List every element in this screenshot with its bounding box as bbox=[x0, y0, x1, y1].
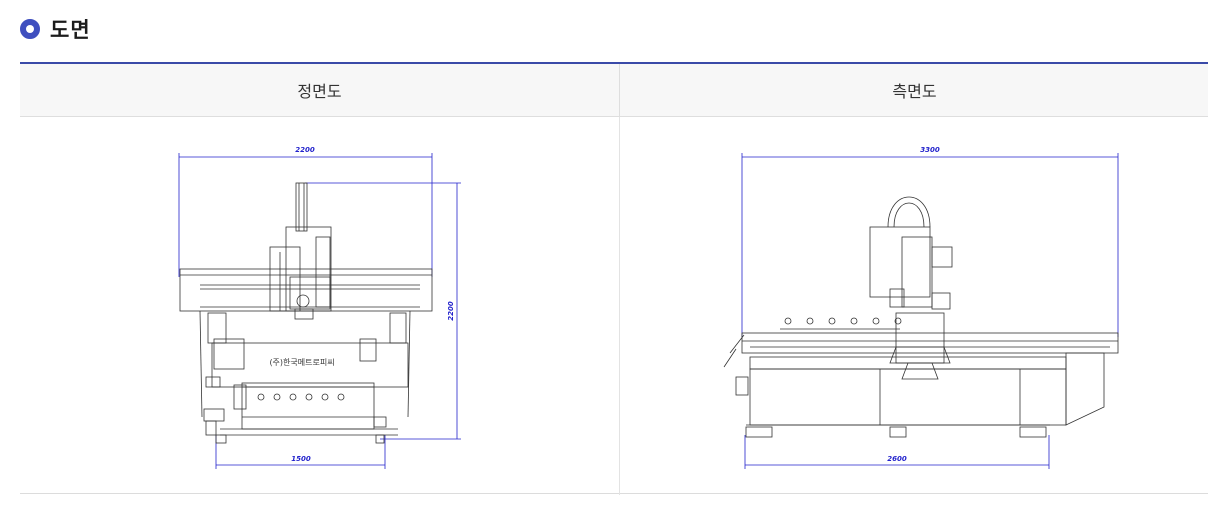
section-title: 도면 bbox=[50, 18, 91, 42]
side-width-dimension: 3300 bbox=[920, 146, 940, 154]
side-view-drawing: 3300 2600 bbox=[723, 146, 1119, 469]
front-height-dimension: 2200 bbox=[447, 301, 455, 321]
circle-bullet-icon bbox=[20, 19, 40, 39]
section-header: 도면 bbox=[20, 14, 91, 44]
front-width-dimension: 2200 bbox=[295, 146, 315, 154]
header-front-view: 정면도 bbox=[20, 64, 620, 116]
front-base-dimension: 1500 bbox=[291, 455, 311, 463]
front-view-cell: 2200 2200 1500 bbox=[20, 117, 620, 495]
drawing-table: 정면도 측면도 2200 2200 1500 bbox=[20, 62, 1208, 495]
header-side-view: 측면도 bbox=[892, 82, 937, 101]
front-machine-outline bbox=[179, 182, 433, 444]
front-panel-label: (주)한국메트로피씨 bbox=[269, 358, 334, 367]
side-machine-outline bbox=[723, 196, 1119, 438]
table-header-row: 정면도 측면도 bbox=[20, 64, 1208, 117]
table-body-row: 2200 2200 1500 bbox=[20, 117, 1208, 495]
front-view-drawing: 2200 2200 1500 bbox=[178, 146, 461, 469]
side-base-dimension: 2600 bbox=[887, 455, 907, 463]
side-view-cell: 3300 2600 bbox=[620, 117, 1208, 495]
